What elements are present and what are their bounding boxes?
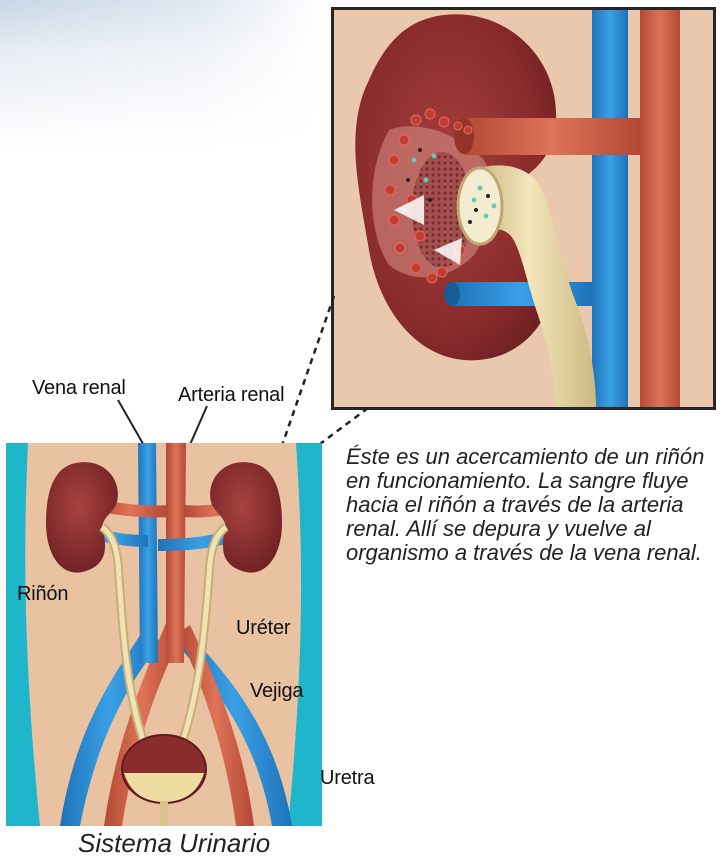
label-rinon: Riñón [17,583,68,606]
label-vejiga: Vejiga [250,680,303,703]
description-text: Éste es un acercamiento de un riñón en f… [346,445,724,565]
figure-caption: Sistema Urinario [78,828,270,859]
label-uretra: Uretra [320,767,374,790]
label-ureter: Uréter [236,617,290,640]
label-arteria-renal: Arteria renal [178,384,284,407]
label-vena-renal: Vena renal [32,377,126,400]
